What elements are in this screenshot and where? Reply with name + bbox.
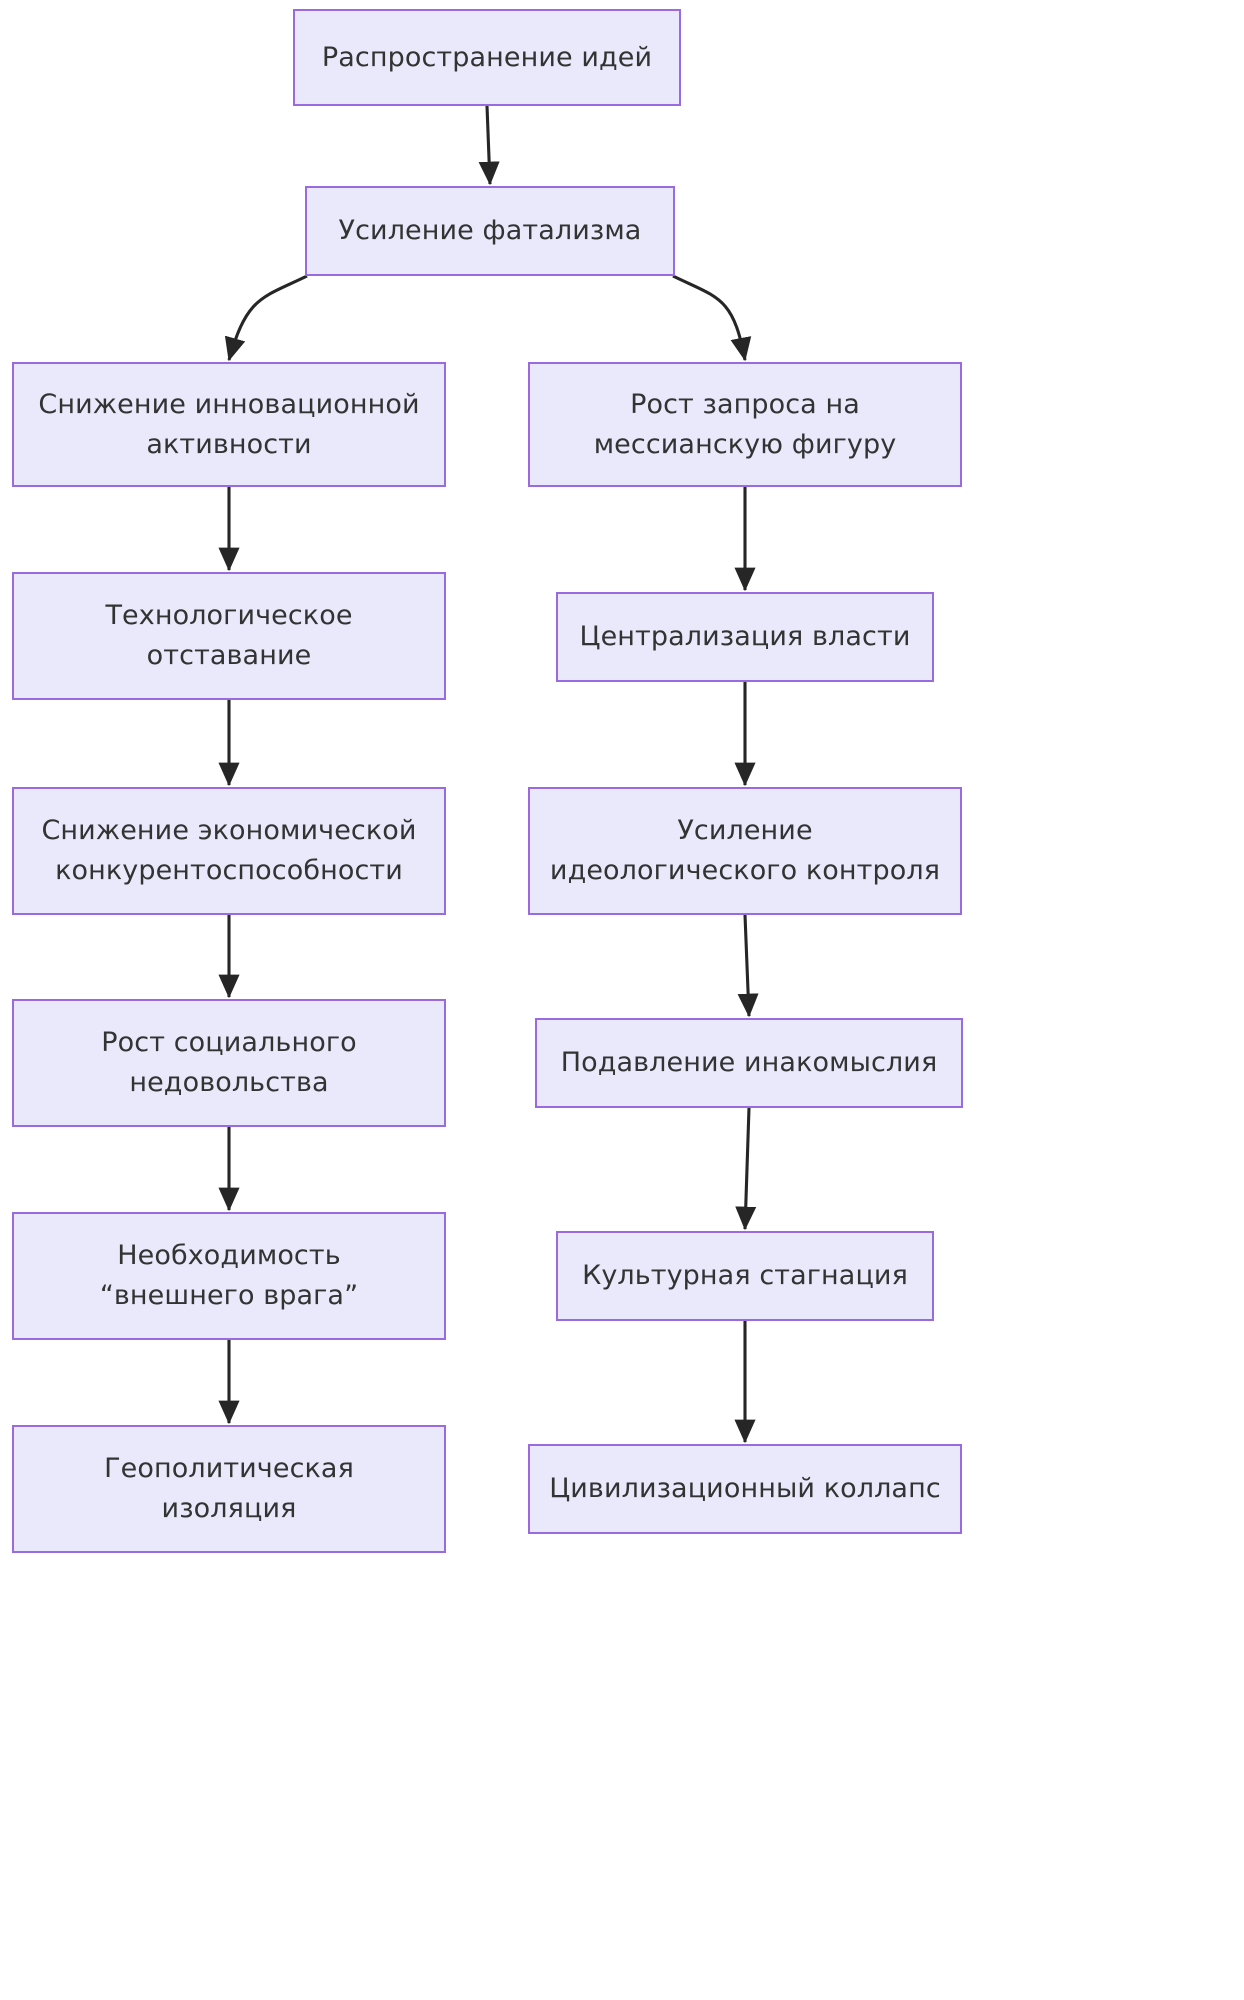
node-external_enemy[interactable]: Необходимость “внешнего врага” bbox=[12, 1212, 446, 1340]
node-power_centralization[interactable]: Централизация власти bbox=[556, 592, 934, 682]
node-civilizational_collapse[interactable]: Цивилизационный коллапс bbox=[528, 1444, 962, 1534]
node-label: Снижение экономической конкурентоспособн… bbox=[41, 815, 417, 886]
node-label: Культурная стагнация bbox=[582, 1260, 908, 1292]
node-label: Усиление фатализма bbox=[338, 215, 642, 247]
node-cultural_stagnation[interactable]: Культурная стагнация bbox=[556, 1231, 934, 1321]
node-econ_competitiveness[interactable]: Снижение экономической конкурентоспособн… bbox=[12, 787, 446, 915]
node-label: Централизация власти bbox=[579, 621, 911, 653]
node-label: Рост социального недовольства bbox=[101, 1027, 357, 1098]
node-label: Усиление идеологического контроля bbox=[549, 815, 941, 886]
node-label: Подавление инакомыслия bbox=[560, 1047, 938, 1079]
node-label: Рост запроса на мессианскую фигуру bbox=[593, 388, 897, 460]
edge-spread-to-fatalism bbox=[478, 105, 500, 186]
edge-ideological_control-to-dissent_suppression bbox=[737, 914, 759, 1018]
node-label: Цивилизационный коллапс bbox=[549, 1473, 941, 1505]
node-social_discontent[interactable]: Рост социального недовольства bbox=[12, 999, 446, 1127]
node-geopolitical_isolation[interactable]: Геополитическая изоляция bbox=[12, 1425, 446, 1553]
node-spread[interactable]: Распространение идей bbox=[293, 9, 681, 106]
edge-fatalism-to-messianic_demand bbox=[672, 274, 752, 362]
node-ideological_control[interactable]: Усиление идеологического контроля bbox=[528, 787, 962, 915]
node-label: Снижение инновационной активности bbox=[38, 388, 420, 460]
node-tech_lag[interactable]: Технологическое отставание bbox=[12, 572, 446, 700]
node-label: Необходимость “внешнего врага” bbox=[99, 1240, 359, 1311]
node-messianic_demand[interactable]: Рост запроса на мессианскую фигуру bbox=[528, 362, 962, 487]
node-label: Технологическое отставание bbox=[105, 600, 353, 671]
node-innovation_decline[interactable]: Снижение инновационной активности bbox=[12, 362, 446, 487]
edge-dissent_suppression-to-cultural_stagnation bbox=[735, 1107, 757, 1231]
node-dissent_suppression[interactable]: Подавление инакомыслия bbox=[535, 1018, 963, 1108]
edge-fatalism-to-innovation_decline bbox=[224, 274, 308, 362]
node-label: Геополитическая изоляция bbox=[104, 1453, 354, 1524]
node-fatalism[interactable]: Усиление фатализма bbox=[305, 186, 675, 276]
node-label: Распространение идей bbox=[321, 41, 653, 73]
